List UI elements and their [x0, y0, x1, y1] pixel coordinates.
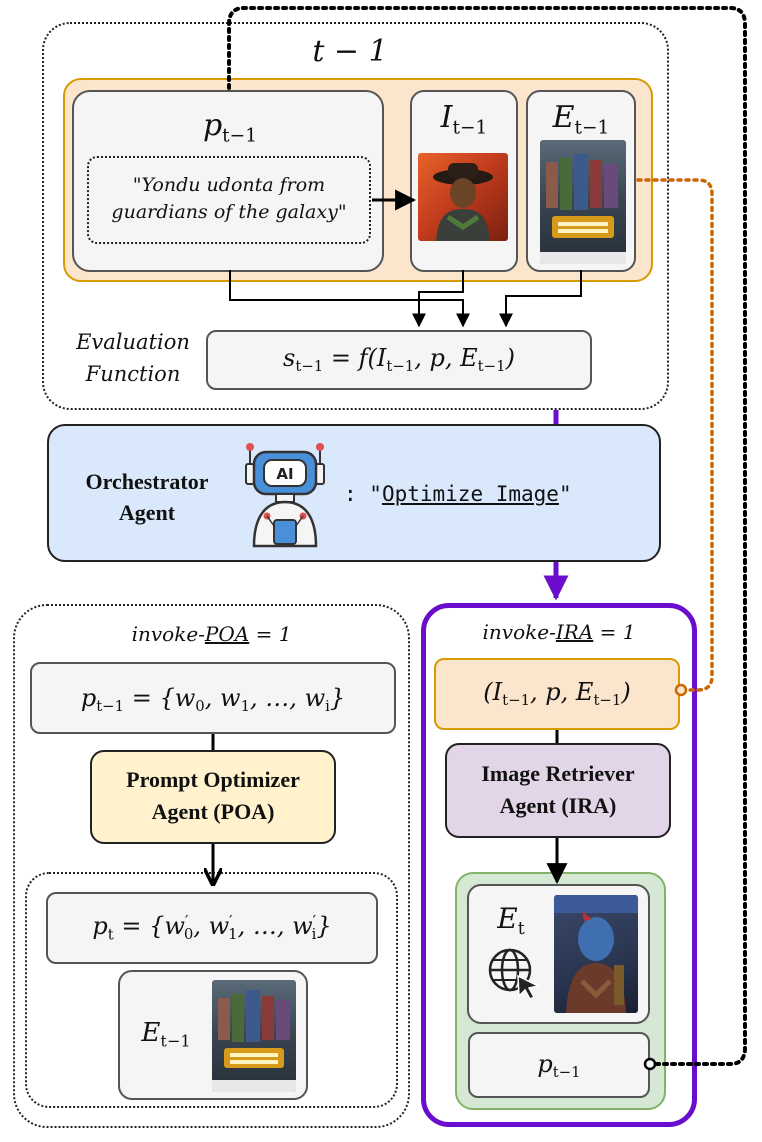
generated-portrait-image: [418, 153, 508, 241]
robot-ai-icon: AI: [245, 443, 325, 548]
globe-cursor-icon: [488, 948, 541, 1000]
poa-new-prompt-formula: pt = {w′0, w′1, …, w′i}: [92, 912, 332, 944]
ira-invoke-label: invoke-IRA = 1: [482, 620, 636, 644]
step-label: t − 1: [312, 34, 388, 69]
orchestrator-label: Orchestrator Agent: [85, 469, 209, 525]
ira-result-symbol: Et: [497, 902, 525, 940]
prev-prompt-text: "Yondu udonta from guardians of the gala…: [111, 174, 347, 223]
evaluation-formula: st−1 = f(It−1, p, Et−1): [283, 344, 515, 376]
ira-input-tuple: (It−1, p, Et−1): [483, 678, 631, 710]
evaluation-label: Evaluation Function: [76, 330, 190, 386]
exemplar-poster-image: [540, 140, 626, 264]
poa-prompt-formula: pt−1 = {w0, w1, …, wi}: [80, 684, 346, 716]
retrieved-character-image: [554, 895, 638, 1013]
ira-prompt-symbol: pt−1: [537, 1050, 581, 1082]
prev-image-symbol: It−1: [440, 100, 488, 139]
poa-exemplar-symbol: Et−1: [141, 1018, 191, 1051]
image-retriever-agent-label: Image Retriever Agent (IRA): [481, 761, 635, 818]
prompt-optimizer-agent-label: Prompt Optimizer Agent (POA): [126, 767, 300, 824]
robot-ai-text: AI: [276, 465, 293, 483]
prev-exemplar-symbol: Et−1: [552, 100, 610, 139]
orchestrator-command: : "Optimize Image": [344, 482, 572, 506]
poa-exemplar-poster-image: [212, 980, 296, 1092]
poa-invoke-label: invoke-POA = 1: [131, 622, 292, 646]
prev-prompt-symbol: pt−1: [202, 108, 258, 147]
